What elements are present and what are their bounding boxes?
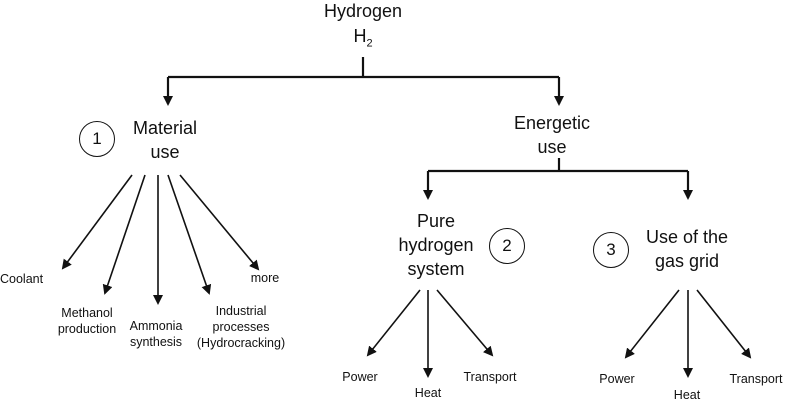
energetic-use-title-line2: use (537, 137, 567, 157)
root-formula-base: H (353, 26, 367, 46)
leaf-industrial-line2: processes (212, 320, 270, 334)
gas-grid-number-circle: 3 (593, 232, 629, 268)
arrow-more (179, 174, 260, 271)
gas-grid-title-line2: gas grid (654, 251, 720, 271)
leaf-methanol-line1: Methanol (61, 306, 113, 320)
pure-leaf-heat: Heat (414, 386, 442, 400)
grid-leaf-transport: Transport (729, 372, 783, 386)
root-title: Hydrogen (323, 1, 403, 21)
arrow-grid-transport (696, 289, 752, 359)
leaf-methanol-line2: production (57, 322, 117, 336)
pure-hydrogen-title-line3: system (407, 259, 465, 279)
arrow-methanol (102, 174, 146, 295)
material-use-number-circle: 1 (79, 121, 115, 157)
arrow-industrial (167, 174, 212, 295)
pure-leaf-power: Power (342, 370, 378, 384)
arrow-grid-power (624, 289, 680, 359)
leaf-industrial-line1: Industrial (215, 304, 267, 318)
gas-grid-title-line1: Use of the (645, 227, 729, 247)
pure-hydrogen-number-circle: 2 (489, 228, 525, 264)
leaf-ammonia-line2: synthesis (129, 335, 183, 349)
root-formula: H2 (353, 25, 372, 55)
pure-hydrogen-title-line1: Pure (416, 211, 456, 231)
leaf-ammonia-line1: Ammonia (129, 319, 183, 333)
leaf-industrial-line3: (Hydrocracking) (196, 336, 286, 350)
grid-leaf-heat: Heat (673, 388, 701, 402)
arrow-coolant (61, 174, 133, 270)
material-use-title-line1: Material (132, 118, 198, 138)
root-formula-sub: 2 (366, 37, 373, 50)
material-use-title-line2: use (150, 142, 180, 162)
arrow-pure-transport (436, 289, 494, 357)
energetic-use-title-line1: Energetic (513, 113, 591, 133)
pure-hydrogen-title-line2: hydrogen (398, 235, 474, 255)
leaf-coolant: Coolant (0, 272, 44, 286)
arrow-pure-power (366, 289, 421, 357)
grid-leaf-power: Power (599, 372, 635, 386)
leaf-more: more (250, 271, 280, 285)
pure-leaf-transport: Transport (463, 370, 517, 384)
